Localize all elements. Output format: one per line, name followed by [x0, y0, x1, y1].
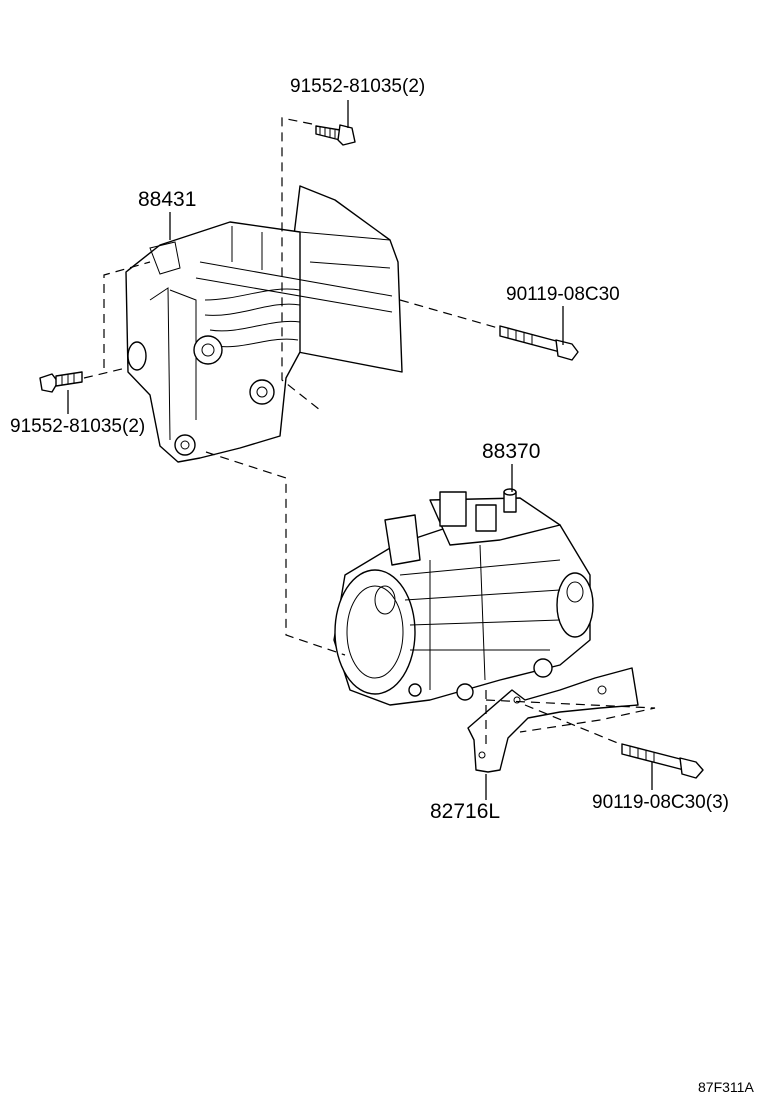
ac-compressor-88370[interactable] — [333, 488, 594, 706]
sub-bracket-82716L[interactable] — [467, 667, 639, 773]
label-bolt-top: 91552-81035(2) — [290, 76, 425, 97]
bolt-91552-81035-top[interactable] — [315, 124, 356, 146]
label-bolt-right: 90119-08C30 — [506, 284, 620, 305]
label-bracket: 88431 — [138, 188, 196, 211]
label-bolt-left: 91552-81035(2) — [10, 416, 145, 437]
label-sub-bracket: 82716L — [430, 800, 500, 823]
label-compressor: 88370 — [482, 440, 540, 463]
assembly-dashed-lines — [83, 117, 656, 745]
compressor-bracket-88431[interactable] — [125, 185, 403, 463]
label-bolt-lower: 90119-08C30(3) — [592, 792, 729, 813]
bolt-90119-08C30-right[interactable] — [499, 325, 579, 361]
leader-lines — [67, 100, 653, 800]
bolt-90119-08C30-lower[interactable] — [621, 743, 704, 779]
bolt-91552-81035-left[interactable] — [39, 371, 83, 393]
figure-reference: 87F311A — [698, 1079, 754, 1095]
